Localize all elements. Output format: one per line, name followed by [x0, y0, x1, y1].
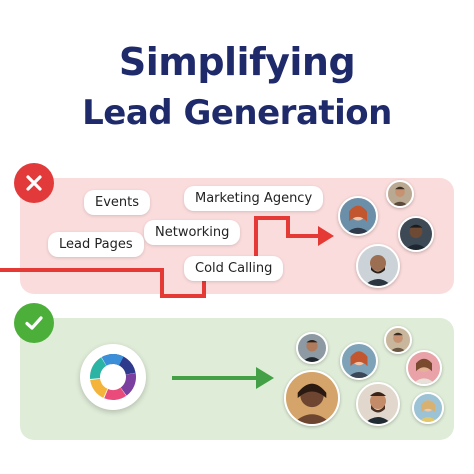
avatar	[398, 216, 434, 252]
avatar	[296, 332, 328, 364]
title-line-2: Lead Generation	[82, 93, 392, 133]
avatar	[406, 350, 442, 386]
avatar	[356, 244, 400, 288]
channel-pill-networking: Networking	[144, 220, 241, 245]
channel-pill-lead-pages: Lead Pages	[48, 232, 144, 257]
x-badge	[14, 163, 54, 203]
channel-pill-events: Events	[84, 190, 151, 215]
avatar	[386, 180, 414, 208]
ring-logo-badge	[80, 344, 146, 410]
avatar	[356, 382, 400, 426]
check-icon	[25, 316, 43, 330]
channel-pill-marketing-agency: Marketing Agency	[184, 186, 324, 211]
x-icon	[26, 175, 42, 191]
ring-logo-icon	[90, 354, 136, 400]
avatar	[384, 326, 412, 354]
bad-arrowhead-icon	[318, 226, 334, 246]
avatar	[284, 370, 340, 426]
avatar	[338, 196, 378, 236]
good-arrowhead-icon	[256, 367, 274, 389]
avatar	[340, 342, 378, 380]
title-line-1: Simplifying	[118, 40, 356, 84]
channel-pill-cold-calling: Cold Calling	[184, 256, 284, 281]
check-badge	[14, 303, 54, 343]
avatar	[412, 392, 444, 424]
